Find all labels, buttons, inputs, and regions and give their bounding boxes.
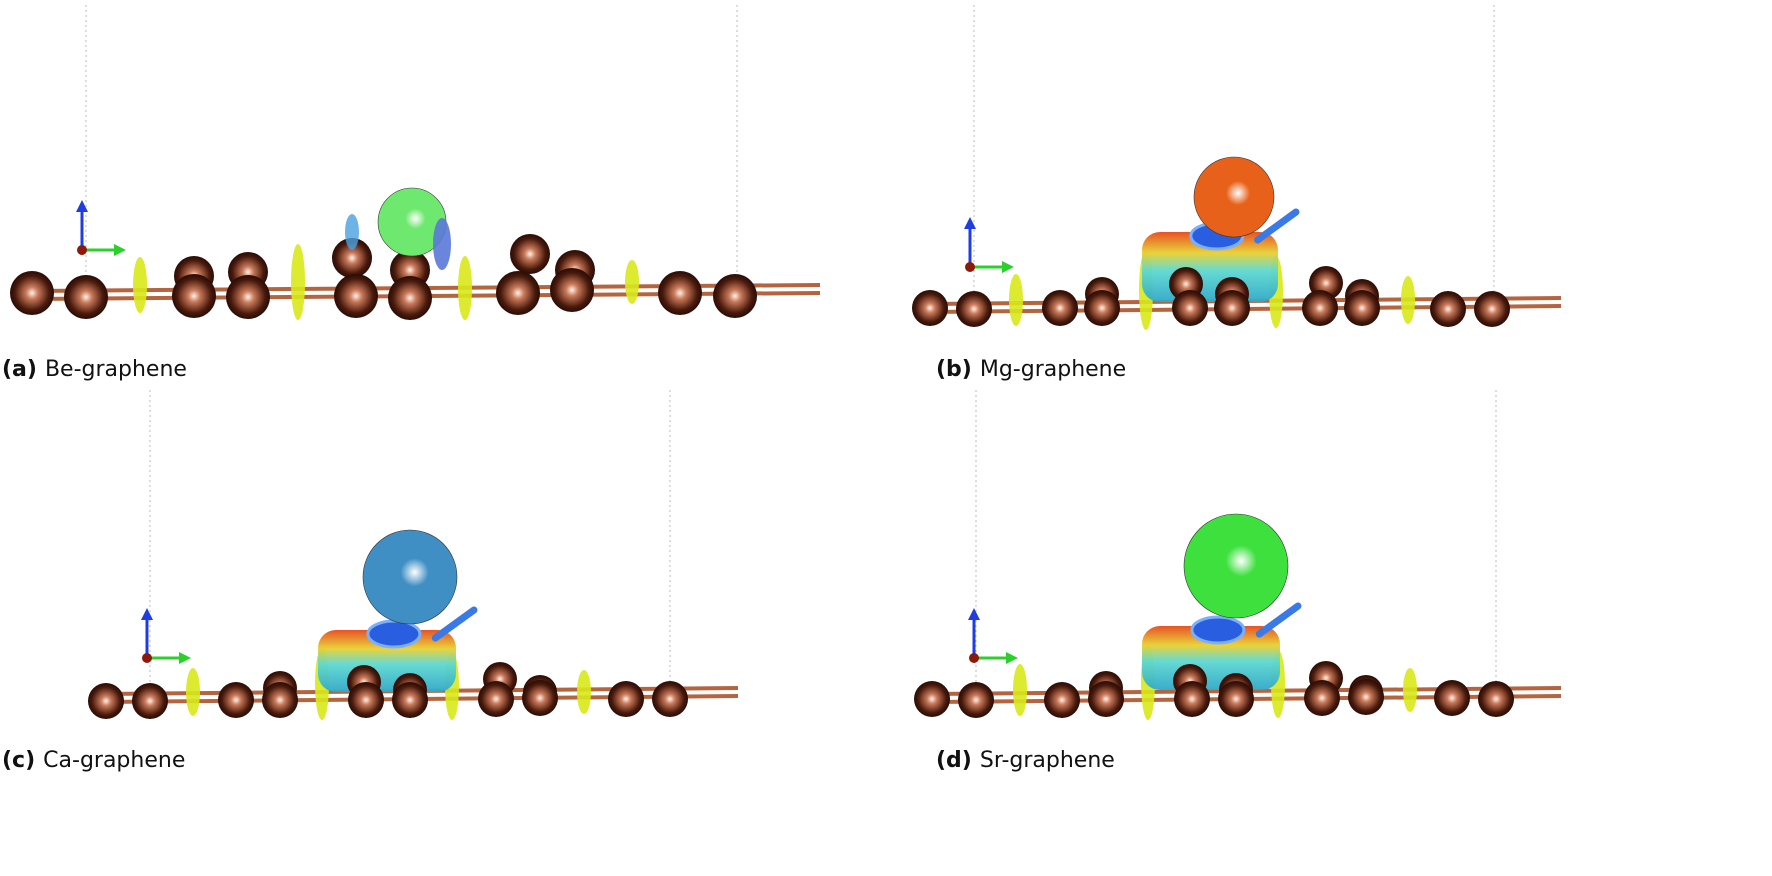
- carbon-atom: [912, 290, 948, 326]
- carbon-atom: [334, 274, 378, 318]
- carbon-atom: [1084, 290, 1120, 326]
- structure-d: [914, 390, 1562, 720]
- carbon-atom: [608, 681, 644, 717]
- carbon-atom: [1478, 681, 1514, 717]
- carbon-atom: [1172, 290, 1208, 326]
- carbon-atom: [652, 681, 688, 717]
- adatom: [362, 529, 458, 625]
- adatom: [1183, 513, 1289, 619]
- carbon-atom: [478, 681, 514, 717]
- isosurface-lobe: [433, 218, 451, 270]
- carbon-atom: [958, 682, 994, 718]
- structure-a: [10, 5, 821, 320]
- isosurface-lobe: [1013, 664, 1027, 716]
- panel-c: (c) Ca-graphene: [0, 390, 886, 876]
- axis-origin: [142, 653, 152, 663]
- carbon-atom: [1430, 291, 1466, 327]
- caption-label: (a): [2, 357, 37, 382]
- carbon-atom: [713, 274, 757, 318]
- carbon-atom: [1218, 681, 1254, 717]
- carbon-atom: [1088, 681, 1124, 717]
- isosurface-lobe: [133, 257, 147, 313]
- isosurface-lobe: [577, 670, 591, 714]
- isosurface-ring: [1190, 615, 1246, 645]
- structure-b: [912, 5, 1562, 330]
- axis-origin: [965, 262, 975, 272]
- isosurface-arm: [1255, 602, 1302, 638]
- carbon-atom: [1474, 291, 1510, 327]
- isosurface-lobe: [1403, 668, 1417, 712]
- caption-c: (c) Ca-graphene: [2, 748, 185, 773]
- axis-z-arrow: [141, 608, 153, 620]
- caption-label: (d): [936, 748, 972, 773]
- carbon-atom: [348, 682, 384, 718]
- panel-a: (a) Be-graphene: [0, 0, 886, 400]
- isosurface-lobe: [1009, 274, 1023, 326]
- carbon-atom: [1434, 680, 1470, 716]
- carbon-atom: [1348, 679, 1384, 715]
- caption-b: (b) Mg-graphene: [936, 357, 1126, 382]
- carbon-atom: [1044, 682, 1080, 718]
- axis-origin: [969, 653, 979, 663]
- carbon-atom: [510, 234, 550, 274]
- isosurface-lobe: [291, 244, 305, 320]
- carbon-atom: [1302, 290, 1338, 326]
- isosurface-lobe: [186, 668, 200, 716]
- caption-title: Ca-graphene: [43, 748, 186, 773]
- carbon-atom: [956, 291, 992, 327]
- carbon-atom: [88, 683, 124, 719]
- isosurface-arm: [431, 606, 478, 642]
- caption-title: Be-graphene: [44, 357, 187, 382]
- axis-y-arrow: [1006, 652, 1018, 664]
- isosurface-lobe: [345, 214, 359, 250]
- carbon-atom: [1174, 681, 1210, 717]
- isosurface-lobe: [625, 260, 639, 304]
- panel-d: (d) Sr-graphene: [886, 390, 1772, 876]
- carbon-atom: [496, 271, 540, 315]
- caption-label: (b): [936, 357, 972, 382]
- carbon-atom: [262, 682, 298, 718]
- carbon-atom: [1344, 290, 1380, 326]
- isosurface-lobe: [458, 256, 472, 320]
- carbon-atom: [1214, 290, 1250, 326]
- panel-b: (b) Mg-graphene: [886, 0, 1772, 400]
- axis-y-arrow: [1002, 261, 1014, 273]
- carbon-atom: [658, 271, 702, 315]
- carbon-atom: [914, 681, 950, 717]
- carbon-atom: [388, 276, 432, 320]
- caption-d: (d) Sr-graphene: [936, 748, 1115, 773]
- structure-c: [88, 390, 739, 720]
- adatom: [1193, 156, 1275, 238]
- carbon-atom: [522, 680, 558, 716]
- carbon-atom: [1304, 680, 1340, 716]
- caption-a: (a) Be-graphene: [2, 357, 187, 382]
- carbon-atom: [132, 683, 168, 719]
- axis-z-arrow: [964, 217, 976, 229]
- isosurface-ring: [366, 619, 422, 649]
- caption-title: Sr-graphene: [979, 748, 1115, 773]
- carbon-atom: [332, 238, 372, 278]
- isosurface-arm: [1254, 208, 1300, 244]
- axis-z-arrow: [76, 200, 88, 212]
- carbon-atom: [392, 682, 428, 718]
- axis-z-arrow: [968, 608, 980, 620]
- carbon-atom: [10, 271, 54, 315]
- carbon-atom: [550, 268, 594, 312]
- carbon-atom: [172, 274, 216, 318]
- caption-label: (c): [2, 748, 36, 773]
- axis-origin: [77, 245, 87, 255]
- carbon-atom: [226, 275, 270, 319]
- carbon-atom: [64, 275, 108, 319]
- caption-title: Mg-graphene: [979, 357, 1127, 382]
- axis-y-arrow: [179, 652, 191, 664]
- carbon-atom: [1042, 290, 1078, 326]
- axis-y-arrow: [114, 244, 126, 256]
- carbon-atom: [218, 682, 254, 718]
- isosurface-lobe: [1401, 276, 1415, 324]
